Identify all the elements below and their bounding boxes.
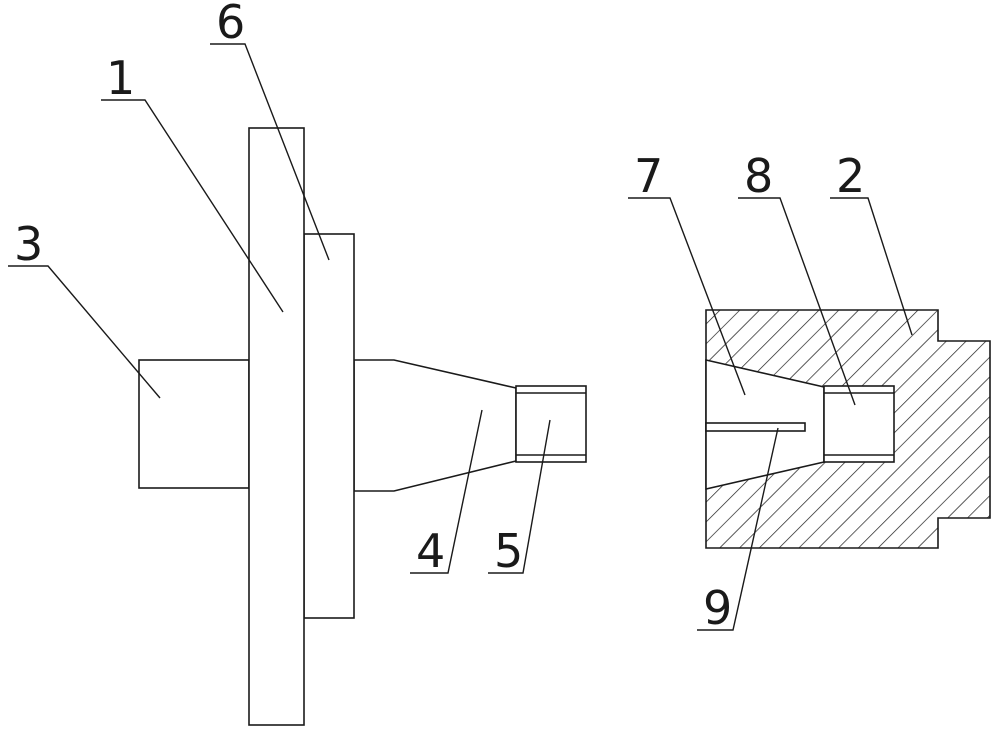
leader-6	[210, 43, 330, 261]
callout-5: 5	[494, 524, 523, 578]
callout-6: 6	[216, 0, 245, 49]
part-9-slot	[705, 422, 806, 432]
leader-7	[628, 197, 746, 396]
leader-5	[488, 419, 551, 574]
right-assembly	[705, 309, 991, 549]
part-8-bore	[823, 385, 895, 463]
callout-3: 3	[14, 217, 43, 271]
leader-4	[410, 409, 483, 574]
callout-7: 7	[634, 149, 663, 203]
leader-9	[697, 427, 779, 631]
callout-4: 4	[416, 524, 445, 578]
part-4-tapered-nozzle	[353, 359, 517, 492]
left-assembly	[138, 127, 587, 726]
part-2-outline	[705, 309, 991, 549]
callout-labels: 1 2 3 4 5 6 7 8 9	[14, 0, 865, 635]
callout-8: 8	[744, 149, 773, 203]
part-6-plate	[303, 233, 355, 619]
part-5-tip	[515, 385, 587, 463]
leader-2	[830, 197, 913, 336]
leader-3	[8, 265, 161, 399]
leader-lines	[8, 43, 913, 631]
leader-1	[101, 99, 284, 313]
part-1-flange	[248, 127, 305, 726]
part-3-hub	[138, 359, 250, 489]
callout-1: 1	[106, 51, 135, 105]
leader-8	[738, 197, 856, 406]
callout-9: 9	[703, 581, 732, 635]
callout-2: 2	[836, 149, 865, 203]
